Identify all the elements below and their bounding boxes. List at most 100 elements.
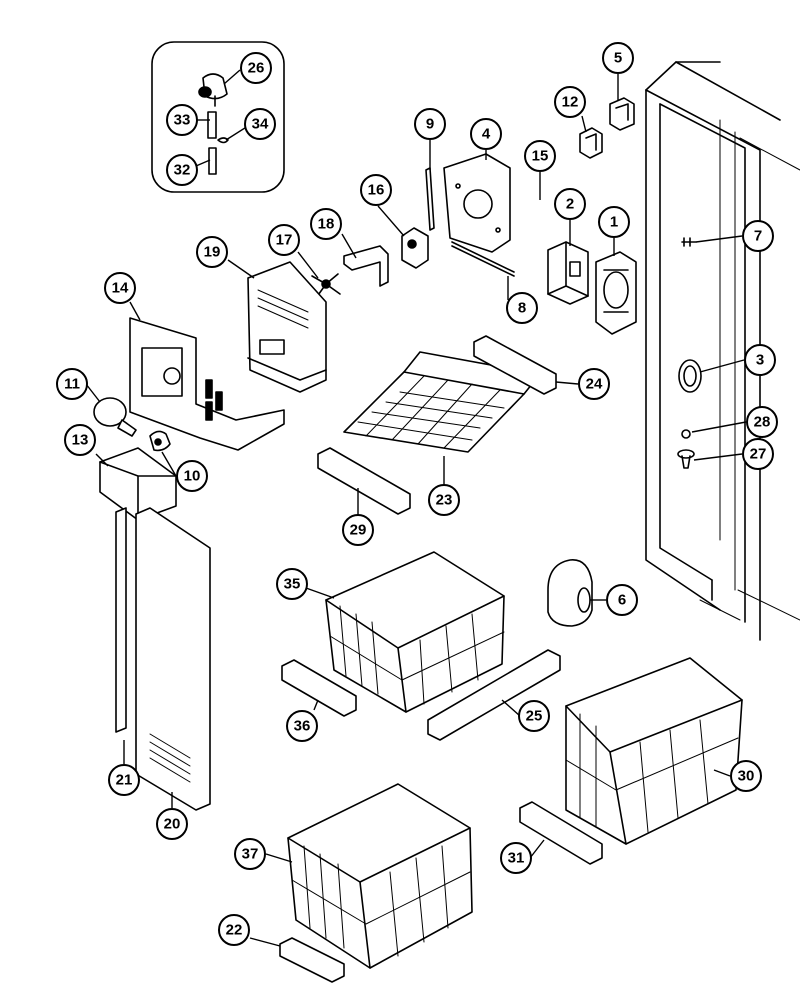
callout-23: 23 [428,484,460,516]
svg-text:25: 25 [526,708,543,725]
callout-5: 5 [602,42,634,74]
part-clip-5 [609,97,635,131]
part-rail-24 [473,335,557,395]
callout-25: 25 [518,700,550,732]
part-basket-30 [565,657,743,845]
part-fan-blade [311,273,341,299]
svg-text:5: 5 [614,50,622,67]
callout-8: 8 [506,292,538,324]
part-fitting-27 [677,449,695,469]
part-rod-9 [425,167,435,231]
svg-text:1: 1 [610,214,618,231]
callout-22: 22 [218,914,250,946]
part-lens [99,447,177,521]
svg-text:9: 9 [426,116,434,133]
callout-16: 16 [360,174,392,206]
callout-6: 6 [606,584,638,616]
svg-text:2: 2 [566,196,574,213]
callout-15: 15 [524,140,556,172]
svg-text:26: 26 [248,60,265,77]
part-screw-7 [681,237,697,247]
callout-2: 2 [554,188,586,220]
svg-text:10: 10 [184,468,201,485]
callout-32: 32 [166,154,198,186]
part-bracket [547,241,589,305]
part-grommet [678,359,702,393]
svg-text:27: 27 [750,446,767,463]
svg-text:17: 17 [276,232,293,249]
callout-37: 37 [234,838,266,870]
svg-text:3: 3 [756,352,764,369]
part-basket-37 [287,783,473,969]
svg-text:36: 36 [294,718,311,735]
svg-text:37: 37 [242,846,259,863]
part-rail-22 [279,937,345,983]
svg-text:15: 15 [532,148,549,165]
callout-31: 31 [500,842,532,874]
callout-10: 10 [176,460,208,492]
part-fan-bracket [343,245,389,287]
svg-text:30: 30 [738,768,755,785]
callout-12: 12 [554,86,586,118]
callout-3: 3 [744,344,776,376]
callout-26: 26 [240,52,272,84]
callout-18: 18 [310,208,342,240]
callout-21: 21 [108,764,140,796]
svg-text:16: 16 [368,182,385,199]
callout-7: 7 [742,220,774,252]
callout-35: 35 [276,568,308,600]
svg-text:34: 34 [252,116,269,133]
part-light-bulb [93,397,137,437]
svg-text:31: 31 [508,850,525,867]
part-rail-31 [519,801,603,865]
part-basket-35 [325,551,505,713]
svg-text:12: 12 [562,94,579,111]
svg-text:14: 14 [112,280,129,297]
inset-detail-box [151,41,285,193]
part-trim-strip [115,507,127,733]
callout-29: 29 [342,514,374,546]
callout-11: 11 [56,368,88,400]
part-clip-12 [579,127,603,159]
callout-17: 17 [268,224,300,256]
part-fitting-28 [681,429,691,439]
part-mount-plate [443,153,511,253]
part-control-housing [129,317,285,451]
svg-text:19: 19 [204,244,221,261]
svg-text:21: 21 [116,772,133,789]
callout-28: 28 [746,406,778,438]
part-rail-29 [317,447,411,515]
callout-36: 36 [286,710,318,742]
callout-9: 9 [414,108,446,140]
part-rear-panel [135,507,211,811]
part-rod-8 [451,241,515,277]
callout-27: 27 [742,438,774,470]
svg-text:8: 8 [518,300,526,317]
part-socket [149,430,171,452]
svg-text:24: 24 [586,376,603,393]
svg-text:22: 22 [226,922,243,939]
part-rail-36 [281,659,357,717]
svg-text:6: 6 [618,592,626,609]
callout-13: 13 [64,424,96,456]
cabinet-outline [645,61,800,641]
svg-text:35: 35 [284,576,301,593]
part-cover [547,559,593,627]
svg-text:28: 28 [754,414,771,431]
part-thermostat [401,227,429,269]
svg-text:32: 32 [174,162,191,179]
callout-1: 1 [598,206,630,238]
callout-33: 33 [166,104,198,136]
svg-text:18: 18 [318,216,335,233]
svg-text:7: 7 [754,228,762,245]
svg-text:20: 20 [164,816,181,833]
svg-text:13: 13 [72,432,89,449]
part-fan-cover [247,261,327,393]
svg-text:11: 11 [64,376,80,393]
callout-30: 30 [730,760,762,792]
svg-text:29: 29 [350,522,367,539]
callout-4: 4 [470,118,502,150]
callout-14: 14 [104,272,136,304]
part-rail-25 [427,649,561,741]
